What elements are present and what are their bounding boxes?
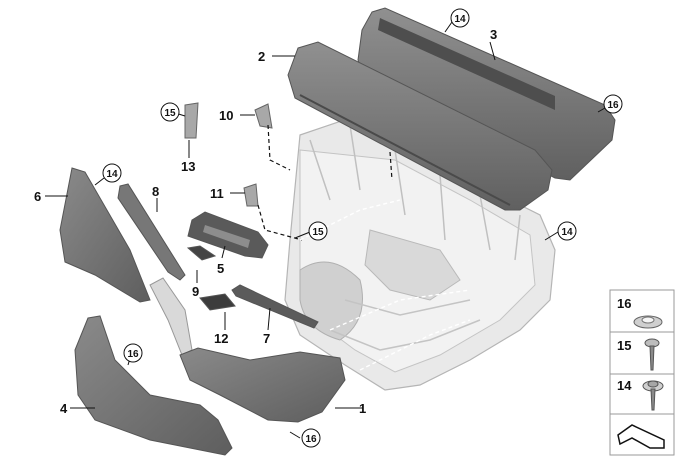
legend-label-15: 15 <box>617 338 631 353</box>
part-4-lower-trim <box>74 315 233 456</box>
callout-13: 13 <box>181 159 195 174</box>
callout-11: 11 <box>210 186 224 201</box>
part-12-pad <box>199 293 236 311</box>
circled-callout-14-left: 14 <box>102 163 122 183</box>
part-1-lower-trim <box>179 347 346 423</box>
circled-callout-16-bottom: 16 <box>301 428 321 448</box>
legend-label-16: 16 <box>617 296 631 311</box>
bracket-column <box>149 277 193 356</box>
callout-1: 1 <box>359 401 366 416</box>
fastener-legend: 16 15 14 <box>609 289 675 456</box>
svg-text:16: 16 <box>305 434 317 445</box>
svg-text:15: 15 <box>312 227 324 238</box>
part-7-strip <box>231 284 319 329</box>
part-5-door-handle <box>187 211 269 259</box>
callout-2: 2 <box>258 49 265 64</box>
svg-text:16: 16 <box>127 349 139 360</box>
leader-lines <box>45 21 606 439</box>
callout-5: 5 <box>217 261 224 276</box>
part-9-cover <box>186 245 217 261</box>
circled-callout-15-center: 15 <box>308 221 328 241</box>
svg-text:14: 14 <box>106 169 118 180</box>
circled-callout-14-top: 14 <box>450 8 470 28</box>
bracket-symbol-icon <box>617 424 665 449</box>
svg-text:14: 14 <box>561 227 573 238</box>
svg-text:14: 14 <box>454 14 466 25</box>
svg-text:15: 15 <box>164 108 176 119</box>
circled-callout-16-right: 16 <box>603 94 623 114</box>
callout-4: 4 <box>60 401 68 416</box>
part-6-triangle-trim <box>59 167 151 303</box>
part-8-strip <box>117 183 186 281</box>
callout-8: 8 <box>152 184 159 199</box>
washer-screw-icon <box>642 380 664 411</box>
callout-9: 9 <box>192 284 199 299</box>
clip-nut-icon <box>633 315 663 329</box>
clip-13-icon <box>184 102 199 139</box>
callout-12: 12 <box>214 331 228 346</box>
clip-11-icon <box>243 183 259 207</box>
circled-callout-16-left: 16 <box>123 343 143 363</box>
svg-text:16: 16 <box>607 100 619 111</box>
part-2-armrest-rail <box>287 41 553 211</box>
legend-label-14: 14 <box>617 378 632 393</box>
circled-callout-14-right: 14 <box>557 221 577 241</box>
door-frame <box>284 117 556 391</box>
part-3-upper-rail <box>357 7 616 181</box>
screw-icon <box>644 338 660 371</box>
callout-7: 7 <box>263 331 270 346</box>
callout-10: 10 <box>219 108 233 123</box>
callout-6: 6 <box>34 189 41 204</box>
clip-10-icon <box>254 103 273 129</box>
circled-callout-15-left: 15 <box>160 102 180 122</box>
callout-3: 3 <box>490 27 497 42</box>
